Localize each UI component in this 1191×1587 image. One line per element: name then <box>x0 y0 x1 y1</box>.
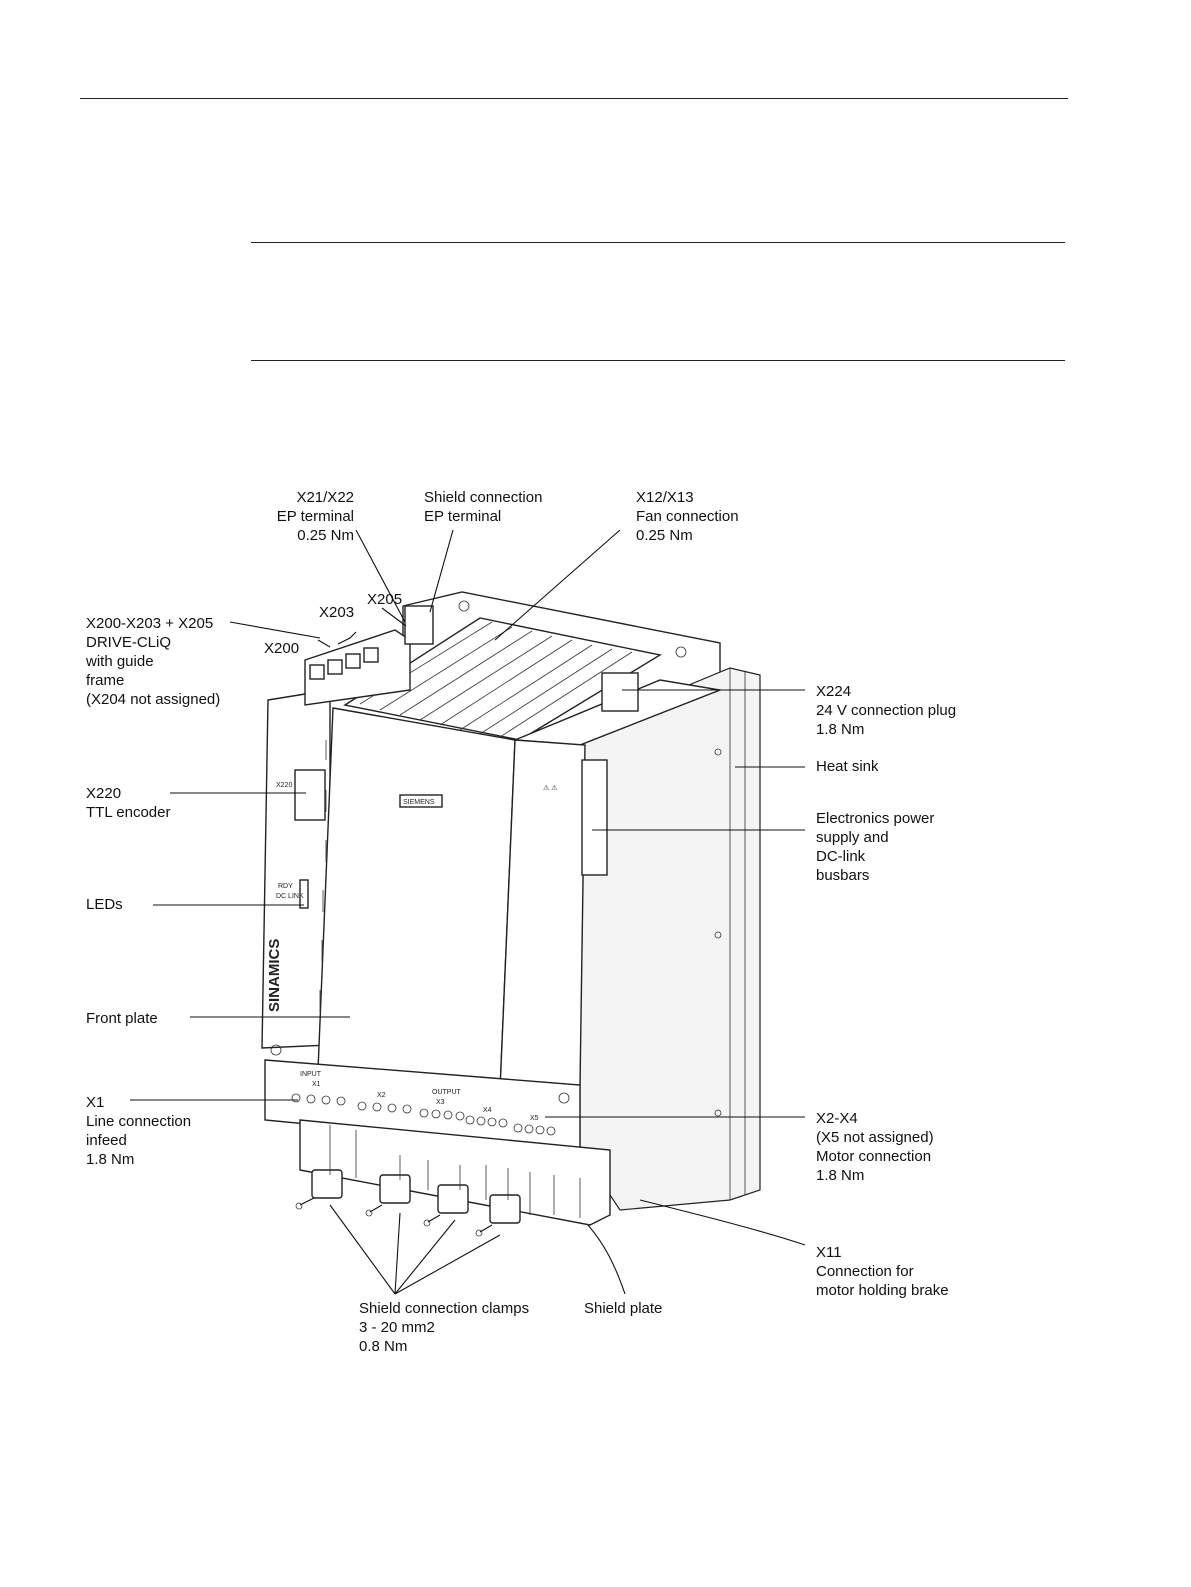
leader-lines <box>130 529 806 1295</box>
sinamics-logo: SINAMICS <box>266 939 283 1012</box>
label-x205: X205 <box>367 591 403 608</box>
svg-text:X220: X220 <box>276 782 292 789</box>
label-x200: X200 <box>264 640 300 657</box>
siemens-badge <box>399 794 443 808</box>
note-bottom-rule <box>251 360 1065 361</box>
front-ribs-left <box>319 740 327 1012</box>
front-plate <box>317 707 516 1091</box>
label-heat-sink: Heat sink <box>816 758 879 775</box>
note-top-rule <box>251 242 1065 243</box>
led-block <box>299 879 309 909</box>
label-shield-plate: Shield plate <box>584 1300 663 1317</box>
shield-clamps <box>295 1169 521 1237</box>
shield-plate-fingers <box>329 1125 581 1218</box>
svg-text:RDY: RDY <box>278 883 293 890</box>
x220-port <box>294 769 326 821</box>
svg-text:X5: X5 <box>530 1115 539 1122</box>
top-ventilation-grille <box>343 617 662 741</box>
ep-terminal <box>404 605 434 645</box>
terminal-screws <box>291 1093 556 1136</box>
grille-lines <box>359 621 633 738</box>
svg-text:SIEMENS: SIEMENS <box>403 799 435 806</box>
shield-plate-shape <box>299 1119 611 1226</box>
svg-text:X3: X3 <box>436 1099 445 1106</box>
header-rule <box>80 98 1068 99</box>
x224-plug <box>601 672 639 712</box>
heat-sink <box>579 667 761 1211</box>
svg-text:INPUT: INPUT <box>300 1071 322 1078</box>
svg-text:⚠ ⚠: ⚠ ⚠ <box>543 784 558 792</box>
label-front-plate: Front plate <box>86 1010 158 1027</box>
svg-text:X1: X1 <box>312 1081 321 1088</box>
svg-text:OUTPUT: OUTPUT <box>432 1089 462 1096</box>
svg-text:X4: X4 <box>483 1107 492 1114</box>
svg-text:DC LINK: DC LINK <box>276 893 304 900</box>
side-panel <box>499 739 586 1091</box>
svg-text:X2: X2 <box>377 1092 386 1099</box>
electronics-supply-cover <box>581 759 608 876</box>
label-x203: X203 <box>319 604 355 621</box>
label-leds: LEDs <box>86 896 123 913</box>
